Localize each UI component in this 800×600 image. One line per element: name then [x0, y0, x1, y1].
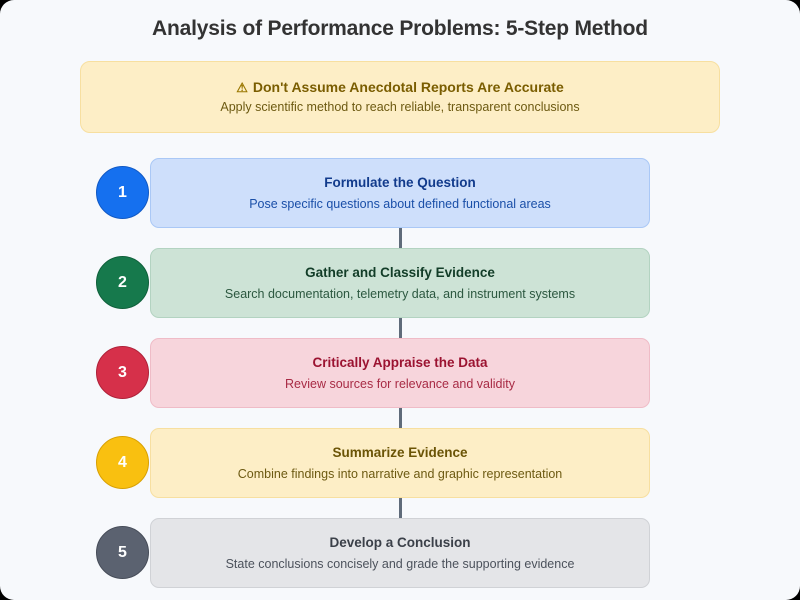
step-connector-2-3 [399, 318, 402, 338]
step-number-2: 2 [118, 273, 127, 291]
step-number-5: 5 [118, 543, 127, 561]
step-description-2: Search documentation, telemetry data, an… [224, 286, 576, 301]
step-title-5: Develop a Conclusion [329, 535, 471, 550]
step-badge-3[interactable]: 3 [96, 346, 149, 399]
step-number-3: 3 [118, 363, 127, 381]
step-badge-2[interactable]: 2 [96, 256, 149, 309]
warning-triangle-icon: ⚠ [236, 79, 248, 95]
warning-banner: ⚠ Don't Assume Anecdotal Reports Are Acc… [80, 61, 720, 133]
page-title: Analysis of Performance Problems: 5-Step… [152, 17, 648, 40]
step-title-3: Critically Appraise the Data [312, 355, 488, 370]
step-description-5: State conclusions concisely and grade th… [225, 556, 575, 571]
step-number-1: 1 [118, 183, 127, 201]
step-box-4[interactable]: Summarize Evidence Combine findings into… [150, 428, 650, 498]
step-row: 3 Critically Appraise the Data Review so… [0, 338, 800, 428]
step-description-3: Review sources for relevance and validit… [285, 376, 515, 391]
step-row: 1 Formulate the Question Pose specific q… [0, 158, 800, 248]
warning-headline: ⚠ Don't Assume Anecdotal Reports Are Acc… [236, 80, 564, 94]
step-connector-1-2 [399, 228, 402, 248]
step-box-5[interactable]: Develop a Conclusion State conclusions c… [150, 518, 650, 588]
step-box-1[interactable]: Formulate the Question Pose specific que… [150, 158, 650, 228]
step-title-2: Gather and Classify Evidence [305, 265, 495, 280]
step-connector-3-4 [399, 408, 402, 428]
step-row: 5 Develop a Conclusion State conclusions… [0, 518, 800, 600]
step-title-1: Formulate the Question [324, 175, 476, 190]
steps-flow: 1 Formulate the Question Pose specific q… [0, 158, 800, 600]
step-description-1: Pose specific questions about defined fu… [249, 196, 551, 211]
step-title-4: Summarize Evidence [332, 445, 468, 460]
step-badge-1[interactable]: 1 [96, 166, 149, 219]
step-row: 2 Gather and Classify Evidence Search do… [0, 248, 800, 338]
warning-subtext: Apply scientific method to reach reliabl… [220, 100, 580, 115]
step-badge-5[interactable]: 5 [96, 526, 149, 579]
step-badge-4[interactable]: 4 [96, 436, 149, 489]
step-description-4: Combine findings into narrative and grap… [237, 466, 563, 481]
step-number-4: 4 [118, 453, 127, 471]
step-connector-4-5 [399, 498, 402, 518]
warning-headline-text: Don't Assume Anecdotal Reports Are Accur… [252, 79, 564, 96]
step-box-3[interactable]: Critically Appraise the Data Review sour… [150, 338, 650, 408]
step-box-2[interactable]: Gather and Classify Evidence Search docu… [150, 248, 650, 318]
step-row: 4 Summarize Evidence Combine findings in… [0, 428, 800, 518]
